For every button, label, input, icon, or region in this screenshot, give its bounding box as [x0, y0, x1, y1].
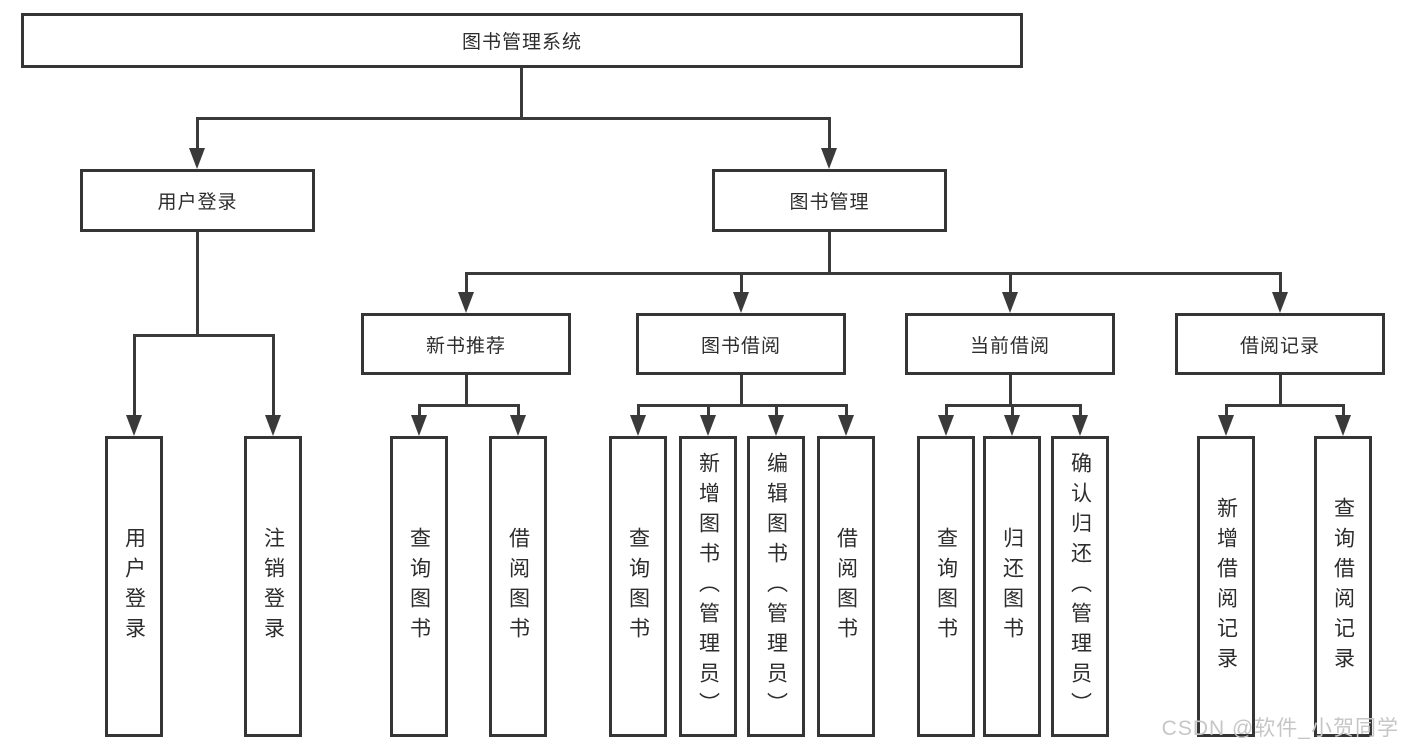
- leaf-newbook-query-book-label: 查询图书: [407, 526, 431, 647]
- arrowhead-bb-borrow: [838, 415, 854, 436]
- leaf-current-confirm-return-admin-label: 确认归还（管理员）: [1068, 451, 1092, 722]
- connector-root-bus: [196, 117, 831, 120]
- node-new-book-recommend: 新书推荐: [361, 313, 571, 375]
- node-book-borrow: 图书借阅: [636, 313, 846, 375]
- connector-drop-login-leaf: [133, 334, 136, 415]
- connector-bookmgmt-bus: [465, 272, 1281, 275]
- connector-drop-nb-query: [418, 404, 421, 416]
- arrowhead-nb-query: [411, 415, 427, 436]
- leaf-current-return-book-label: 归还图书: [1000, 526, 1024, 647]
- node-new-book-recommend-label: 新书推荐: [425, 335, 506, 357]
- leaf-records-add-record: 新增借阅记录: [1197, 436, 1255, 737]
- node-current-borrow-label: 当前借阅: [969, 335, 1050, 357]
- connector-records-bus: [1225, 404, 1344, 407]
- connector-newbook-stub: [465, 375, 468, 406]
- node-root-label: 图书管理系统: [461, 32, 582, 53]
- arrowhead-new-book: [458, 292, 474, 313]
- connector-drop-nb-borrow: [517, 404, 520, 416]
- node-borrow-records: 借阅记录: [1175, 313, 1385, 375]
- connector-records-stub: [1279, 375, 1282, 406]
- connector-current-stub: [1009, 375, 1012, 406]
- connector-drop-logout-leaf: [272, 334, 275, 415]
- connector-drop-book-mgmt: [828, 117, 831, 149]
- leaf-newbook-query-book: 查询图书: [390, 436, 448, 737]
- connector-drop-records: [1279, 272, 1282, 292]
- arrowhead-borrow: [733, 292, 749, 313]
- leaf-borrow-borrow-book-label: 借阅图书: [834, 526, 858, 647]
- connector-bookmgmt-stub: [828, 232, 831, 274]
- leaf-logout-label: 注销登录: [261, 526, 285, 647]
- node-root-system: 图书管理系统: [21, 13, 1023, 68]
- connector-drop-bb-add: [707, 404, 710, 416]
- leaf-newbook-borrow-book-label: 借阅图书: [506, 526, 530, 647]
- connector-drop-current: [1009, 272, 1012, 292]
- leaf-records-query-record-label: 查询借阅记录: [1331, 496, 1355, 677]
- arrowhead-current: [1002, 292, 1018, 313]
- connector-drop-cb-query: [945, 404, 948, 416]
- leaf-newbook-borrow-book: 借阅图书: [489, 436, 547, 737]
- leaf-user-login-label: 用户登录: [122, 526, 146, 647]
- node-borrow-records-label: 借阅记录: [1239, 335, 1320, 357]
- leaf-current-query-book-label: 查询图书: [934, 526, 958, 647]
- arrowhead-book-mgmt: [821, 148, 837, 169]
- arrowhead-bb-query: [630, 415, 646, 436]
- leaf-borrow-query-book-label: 查询图书: [626, 526, 650, 647]
- leaf-borrow-edit-book-admin: 编辑图书（管理员）: [747, 436, 805, 737]
- node-user-login-label: 用户登录: [157, 192, 238, 213]
- connector-root-stub: [520, 68, 523, 118]
- arrowhead-bb-edit: [768, 415, 784, 436]
- connector-drop-borrow: [740, 272, 743, 292]
- connector-drop-bb-borrow: [845, 404, 848, 416]
- node-user-login: 用户登录: [80, 169, 315, 232]
- connector-userlogin-bus: [133, 334, 274, 337]
- leaf-current-return-book: 归还图书: [983, 436, 1041, 737]
- arrowhead-cb-return: [1004, 415, 1020, 436]
- csdn-watermark: CSDN @软件_小贺同学: [1161, 717, 1399, 740]
- leaf-records-add-record-label: 新增借阅记录: [1214, 496, 1238, 677]
- leaf-borrow-add-book-admin-label: 新增图书（管理员）: [696, 451, 720, 722]
- arrowhead-records: [1272, 292, 1288, 313]
- arrowhead-cb-confirm: [1072, 415, 1088, 436]
- connector-borrow-stub: [740, 375, 743, 406]
- connector-drop-cb-confirm: [1079, 404, 1082, 416]
- connector-userlogin-stub: [196, 232, 199, 335]
- leaf-borrow-add-book-admin: 新增图书（管理员）: [679, 436, 737, 737]
- node-book-borrow-label: 图书借阅: [700, 335, 781, 357]
- leaf-borrow-edit-book-admin-label: 编辑图书（管理员）: [764, 451, 788, 722]
- node-book-management-label: 图书管理: [789, 192, 870, 213]
- arrowhead-bb-add: [700, 415, 716, 436]
- node-book-management: 图书管理: [712, 169, 947, 232]
- node-current-borrow: 当前借阅: [905, 313, 1115, 375]
- connector-drop-rec-query: [1342, 404, 1345, 416]
- leaf-records-query-record: 查询借阅记录: [1314, 436, 1372, 737]
- arrowhead-rec-query: [1335, 415, 1351, 436]
- connector-drop-new-book: [465, 272, 468, 292]
- arrowhead-logout-leaf: [265, 415, 281, 436]
- connector-drop-rec-add: [1225, 404, 1228, 416]
- leaf-logout: 注销登录: [244, 436, 302, 737]
- connector-drop-cb-return: [1011, 404, 1014, 416]
- arrowhead-cb-query: [938, 415, 954, 436]
- arrowhead-rec-add: [1218, 415, 1234, 436]
- leaf-current-query-book: 查询图书: [917, 436, 975, 737]
- connector-newbook-bus: [418, 404, 519, 407]
- connector-drop-bb-query: [637, 404, 640, 416]
- leaf-user-login: 用户登录: [105, 436, 163, 737]
- arrowhead-login-leaf: [126, 415, 142, 436]
- leaf-borrow-query-book: 查询图书: [609, 436, 667, 737]
- connector-drop-bb-edit: [775, 404, 778, 416]
- leaf-current-confirm-return-admin: 确认归还（管理员）: [1051, 436, 1109, 737]
- connector-drop-user-login: [196, 117, 199, 149]
- arrowhead-user-login: [189, 148, 205, 169]
- arrowhead-nb-borrow: [510, 415, 526, 436]
- connector-borrow-bus: [637, 404, 847, 407]
- leaf-borrow-borrow-book: 借阅图书: [817, 436, 875, 737]
